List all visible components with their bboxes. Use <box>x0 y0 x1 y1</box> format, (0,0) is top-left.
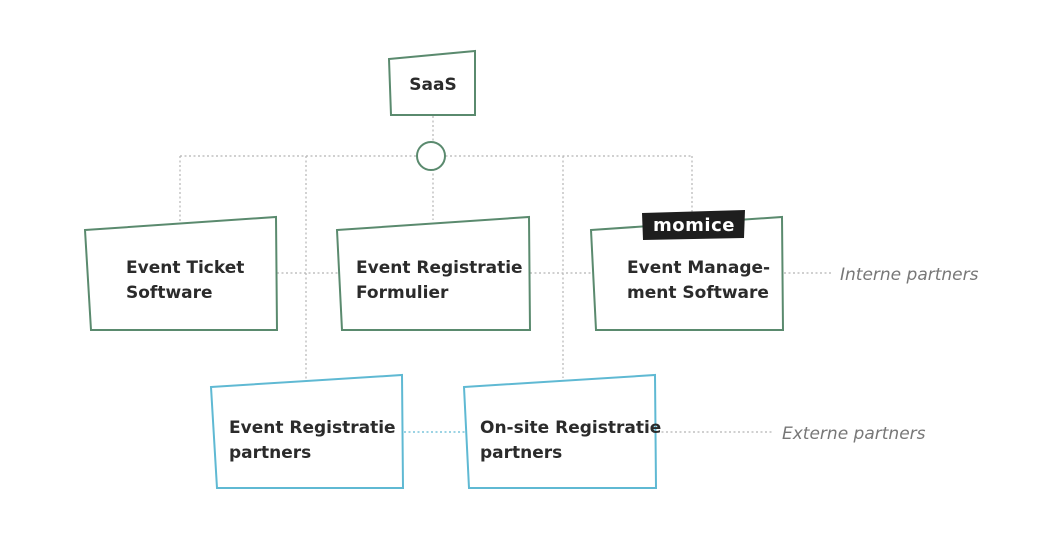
event-ticket-software-box <box>83 215 279 331</box>
event-ticket-software-label-line2: Software <box>126 283 213 303</box>
onsite-registratie-partners-label-line2: partners <box>480 443 562 463</box>
event-registratie-partners-label-line2: partners <box>229 443 311 463</box>
event-management-software-label-line1: Event Manage- <box>627 258 770 278</box>
event-ticket-software-label-line1: Event Ticket <box>126 258 244 278</box>
connectors <box>179 116 832 433</box>
momice-logo-text: momice <box>653 215 735 236</box>
onsite-registratie-partners-node[interactable]: On-site Registratie partners <box>462 373 661 489</box>
event-registratie-formulier-box <box>335 215 532 331</box>
saas-node[interactable]: SaaS <box>387 49 476 116</box>
event-registratie-formulier-label-line1: Event Registratie <box>356 258 523 278</box>
legend-external-partners: Externe partners <box>782 424 926 444</box>
legend-internal-partners: Interne partners <box>840 265 979 285</box>
event-management-software-node[interactable]: Event Manage- ment Software momice <box>589 210 785 331</box>
saas-label: SaaS <box>409 75 456 95</box>
momice-logo: momice <box>642 210 745 240</box>
event-registratie-partners-label-line1: Event Registratie <box>229 418 396 438</box>
event-registratie-partners-box <box>209 373 405 489</box>
event-ticket-software-node[interactable]: Event Ticket Software <box>83 215 279 331</box>
hub-node <box>416 141 446 171</box>
onsite-registratie-partners-box <box>462 373 658 489</box>
event-registratie-formulier-label-line2: Formulier <box>356 283 449 303</box>
event-registratie-formulier-node[interactable]: Event Registratie Formulier <box>335 215 532 331</box>
event-management-software-label-line2: ment Software <box>627 283 769 303</box>
momice-logo-badge <box>642 210 745 240</box>
event-registratie-partners-node[interactable]: Event Registratie partners <box>209 373 405 489</box>
saas-box <box>387 49 476 116</box>
onsite-registratie-partners-label-line1: On-site Registratie <box>480 418 661 438</box>
